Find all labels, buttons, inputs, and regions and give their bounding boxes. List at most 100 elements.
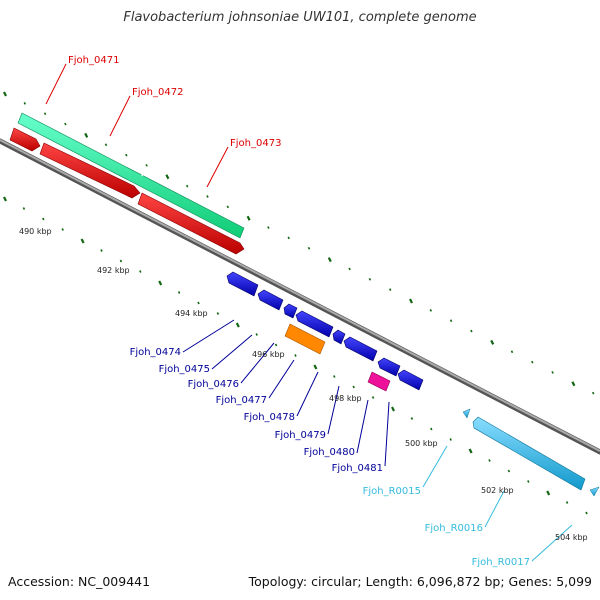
minor-tick — [352, 385, 355, 389]
major-tick — [246, 215, 251, 221]
gene-label-fjoh-0481: Fjoh_0481 — [332, 463, 383, 474]
scale-label: 490 kbp — [19, 227, 52, 236]
genome-backbone — [0, 138, 600, 455]
major-tick — [3, 91, 7, 97]
minor-tick — [43, 112, 47, 116]
gene-arrow-fjoh-0476 — [283, 303, 298, 319]
track-dots — [3, 91, 595, 515]
gene-arrow-fjoh-0480 — [377, 357, 401, 377]
scale-label: 502 kbp — [481, 486, 514, 495]
minor-tick — [429, 308, 433, 312]
gene-arrow-fjoh-0472 — [39, 142, 141, 199]
minor-tick — [255, 333, 258, 336]
minor-tick — [565, 501, 569, 504]
major-tick — [327, 257, 332, 263]
page-title: Flavobacterium johnsoniae UW101, complet… — [123, 10, 477, 25]
gene-label-fjoh-0477: Fjoh_0477 — [216, 395, 267, 406]
major-tick — [546, 490, 551, 496]
minor-tick — [333, 375, 336, 378]
minor-tick — [185, 184, 189, 188]
gene-label-fjoh-0478: Fjoh_0478 — [244, 412, 295, 423]
minor-tick — [267, 226, 270, 229]
minor-tick — [42, 217, 45, 221]
minor-tick — [449, 438, 452, 441]
minor-tick — [197, 301, 200, 305]
minor-tick — [22, 207, 26, 210]
major-tick — [490, 339, 495, 345]
minor-tick — [61, 228, 64, 231]
minor-tick — [104, 143, 108, 147]
minor-tick — [100, 249, 103, 252]
scale-labels: 490 kbp 492 kbp 494 kbp 496 kbp 498 kbp … — [19, 227, 588, 542]
minor-tick — [294, 354, 297, 357]
gene-label-fjoh-0472: Fjoh_0472 — [132, 87, 183, 98]
rna-label-fjoh-r0016: Fjoh_R0016 — [425, 523, 483, 534]
scale-label: 492 kbp — [97, 266, 130, 275]
minor-tick — [410, 417, 414, 420]
minor-tick — [531, 360, 534, 364]
major-tick — [84, 132, 89, 138]
gene-arrow-fjoh-0478 — [332, 329, 346, 345]
minor-tick — [585, 511, 588, 515]
gene-arrow-fjoh-0477 — [295, 310, 334, 338]
minor-tick — [510, 350, 514, 354]
minor-tick — [216, 312, 220, 315]
major-tick — [571, 381, 576, 387]
gene-label-fjoh-0480: Fjoh_0480 — [304, 447, 355, 458]
gene-label-fjoh-0471: Fjoh_0471 — [68, 55, 119, 66]
gene-arrow-fjoh-0479 — [343, 336, 378, 362]
scale-label: 494 kbp — [175, 309, 208, 318]
minor-tick — [388, 288, 392, 292]
minor-tick — [23, 101, 27, 105]
callout-lines — [45, 63, 573, 562]
gene-arrow-fjoh-0474 — [226, 271, 259, 297]
minor-tick — [449, 319, 453, 323]
teal-band — [17, 112, 245, 239]
gene-arrow-fjoh-0481 — [397, 369, 424, 391]
gene-arrow-fjoh-0475 — [257, 289, 284, 311]
gene-label-fjoh-0475: Fjoh_0475 — [159, 364, 210, 375]
minor-tick — [488, 459, 491, 462]
rna-arrow-fjoh-r0015 — [462, 408, 471, 419]
gene-label-fjoh-0474: Fjoh_0474 — [130, 347, 181, 358]
genome-summary-text: Topology: circular; Length: 6,096,872 bp… — [248, 574, 592, 589]
minor-tick — [64, 122, 67, 126]
major-tick — [3, 196, 7, 202]
gene-arrow-fjoh-0471 — [9, 127, 41, 152]
minor-tick — [226, 205, 230, 209]
rna-label-fjoh-r0017: Fjoh_R0017 — [472, 557, 530, 568]
gene-label-fjoh-0476: Fjoh_0476 — [188, 379, 239, 390]
minor-tick — [507, 469, 511, 473]
minor-tick — [139, 270, 142, 273]
major-tick — [313, 364, 318, 370]
minor-tick — [591, 391, 595, 395]
minor-tick — [119, 259, 123, 263]
gene-orange — [284, 323, 326, 355]
major-tick — [80, 238, 85, 244]
rna-arrow-fjoh-r0016 — [472, 416, 586, 491]
minor-tick — [307, 246, 311, 250]
gene-labels: Fjoh_0471 Fjoh_0472 Fjoh_0473 Fjoh_0474 … — [68, 55, 530, 568]
scale-label: 498 kbp — [329, 394, 362, 403]
minor-tick — [430, 427, 433, 431]
rna-label-fjoh-r0015: Fjoh_R0015 — [363, 486, 421, 497]
major-tick — [409, 298, 413, 304]
minor-tick — [348, 267, 351, 271]
gene-magenta — [367, 371, 391, 392]
minor-tick — [527, 480, 530, 483]
gene-label-fjoh-0473: Fjoh_0473 — [230, 138, 281, 149]
minor-tick — [371, 396, 375, 399]
major-tick — [391, 406, 395, 412]
rna-arrow-fjoh-r0017 — [589, 486, 600, 497]
major-tick — [468, 448, 473, 454]
minor-tick — [177, 291, 181, 294]
major-tick — [158, 280, 163, 286]
gene-arrow-fjoh-0473 — [137, 192, 245, 255]
scale-label: 500 kbp — [405, 439, 438, 448]
scale-label: 504 kbp — [555, 533, 588, 542]
minor-tick — [551, 371, 554, 374]
accession-text: Accession: NC_009441 — [8, 574, 151, 589]
minor-tick — [470, 329, 473, 333]
minor-tick — [287, 236, 290, 240]
scale-label: 496 kbp — [252, 350, 285, 359]
